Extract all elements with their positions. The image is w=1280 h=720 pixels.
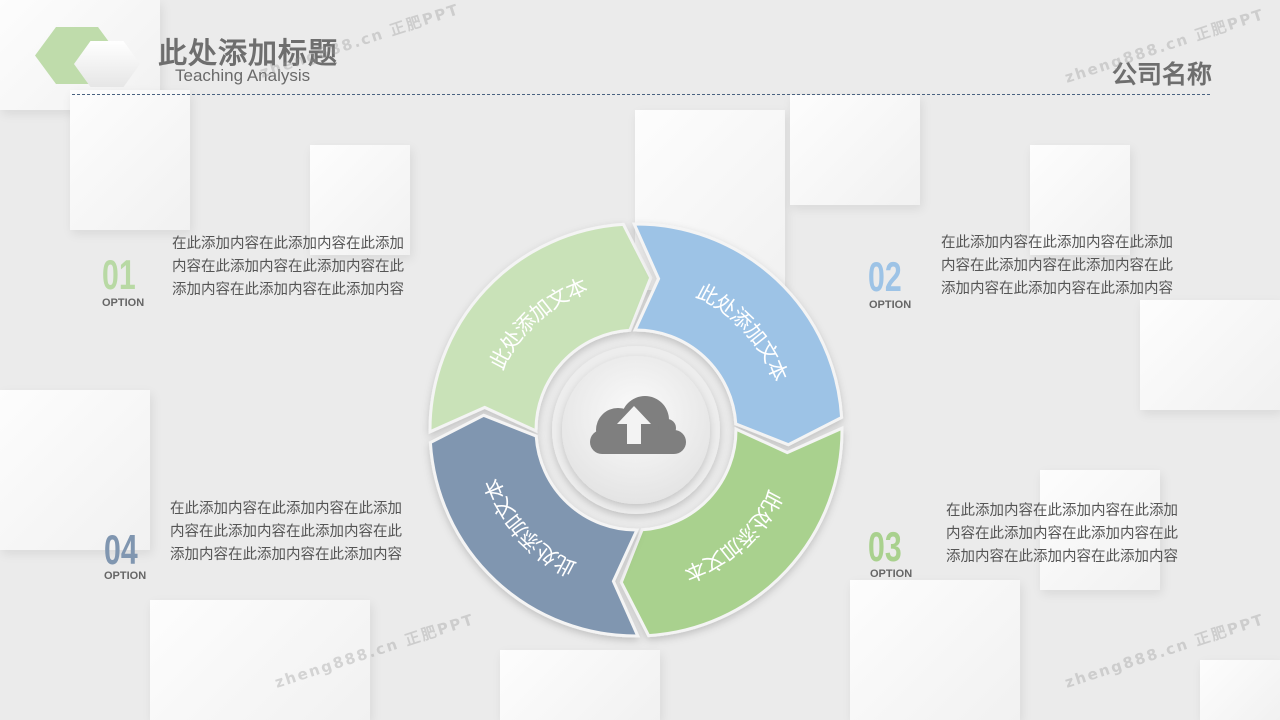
option-label: OPTION [104, 570, 147, 582]
option-text: 在此添加内容在此添加内容在此添加内容在此添加内容在此添加内容在此添加内容在此添加… [172, 236, 404, 298]
page-subtitle: Teaching Analysis [175, 66, 311, 85]
page-title: 此处添加标题 [158, 36, 339, 70]
option-number: 03 [868, 523, 902, 570]
option-label: OPTION [870, 568, 913, 580]
cloud-upload-icon [590, 396, 686, 454]
option-text: 在此添加内容在此添加内容在此添加内容在此添加内容在此添加内容在此添加内容在此添加… [946, 503, 1178, 565]
cycle-segment-4 [428, 413, 641, 638]
cycle-segment-3 [619, 425, 844, 638]
option-label: OPTION [869, 299, 912, 311]
option-number: 02 [868, 253, 902, 300]
option-text: 在此添加内容在此添加内容在此添加内容在此添加内容在此添加内容在此添加内容在此添加… [170, 501, 402, 563]
company-name: 公司名称 [1111, 60, 1212, 89]
option-text: 在此添加内容在此添加内容在此添加内容在此添加内容在此添加内容在此添加内容在此添加… [941, 235, 1173, 297]
header-divider [72, 94, 1210, 95]
option-number: 01 [102, 251, 136, 298]
cycle-segment-1 [428, 222, 653, 435]
option-label: OPTION [102, 297, 145, 309]
cycle-segment-2 [631, 222, 844, 447]
option-number: 04 [104, 526, 138, 573]
